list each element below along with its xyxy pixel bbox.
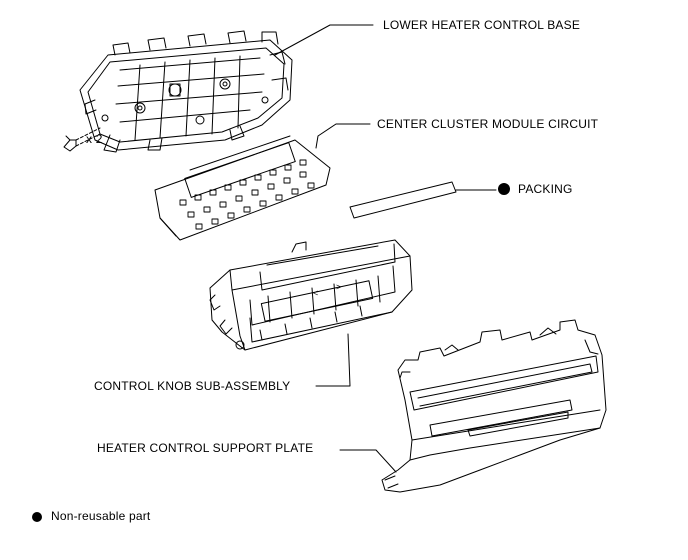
label-control-knob-sub-assembly: CONTROL KNOB SUB-ASSEMBLY — [94, 379, 291, 393]
control-knob-sub-assembly: < > — [209, 239, 413, 387]
label-center-cluster-module-circuit: CENTER CLUSTER MODULE CIRCUIT — [377, 117, 599, 131]
label-screw-qty: x 2 — [86, 132, 103, 146]
label-packing: PACKING — [518, 182, 573, 196]
center-cluster-module-circuit — [154, 123, 371, 241]
heater-control-support-plate — [339, 319, 607, 493]
packing — [349, 181, 497, 219]
non-reusable-icon — [498, 183, 510, 195]
lower-heater-control-base — [79, 24, 374, 153]
legend-non-reusable-icon — [32, 512, 42, 522]
label-lower-heater-control-base: LOWER HEATER CONTROL BASE — [383, 18, 581, 32]
screw-icon — [63, 127, 101, 152]
legend-text: Non-reusable part — [51, 509, 151, 523]
label-heater-control-support-plate: HEATER CONTROL SUPPORT PLATE — [97, 441, 314, 455]
knob-right-glyph: > — [336, 282, 341, 292]
knob-left-glyph: < — [313, 288, 318, 298]
